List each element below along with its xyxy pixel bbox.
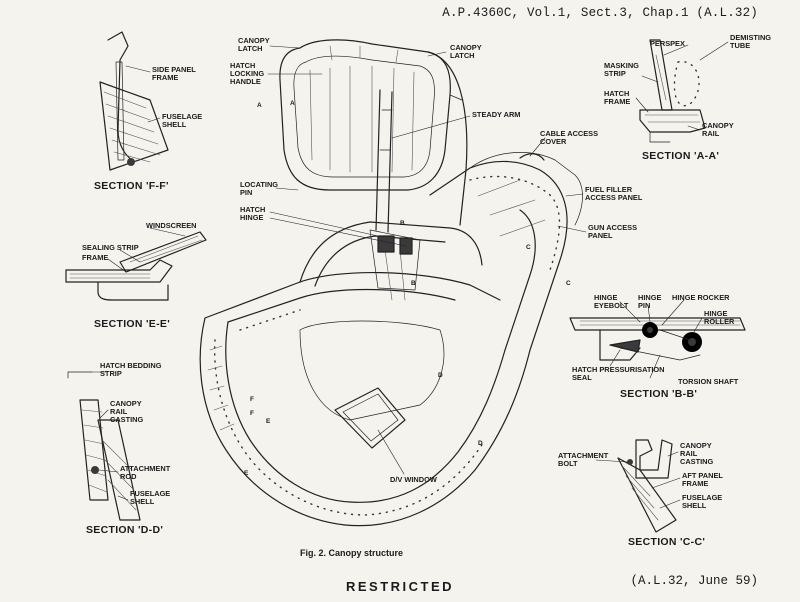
label-bb-hinge-eyebolt: HINGE EYEBOLT — [594, 293, 629, 311]
hatch-frame-drawing — [279, 39, 468, 226]
cut-marker-e2: E — [244, 470, 249, 477]
label-bb-pressurisation-seal: HATCH PRESSURISATION SEAL — [572, 365, 665, 383]
label-hatch-hinge: HATCH HINGE — [240, 205, 266, 223]
section-aa-title: SECTION 'A-A' — [642, 150, 720, 162]
document-reference: A.P.4360C, Vol.1, Sect.3, Chap.1 (A.L.32… — [442, 6, 758, 20]
label-dd-canopy-rail-casting: CANOPY RAIL CASTING — [110, 399, 144, 425]
label-cc-fuselage-shell: FUSELAGE SHELL — [682, 493, 723, 511]
section-aa-drawing — [639, 39, 706, 143]
label-canopy-latch-left: CANOPY LATCH — [238, 36, 270, 54]
label-gun-access-panel: GUN ACCESS PANEL — [588, 223, 638, 241]
section-dd-title: SECTION 'D-D' — [86, 524, 164, 536]
cut-marker-c2: C — [566, 280, 571, 287]
label-ff-fuselage-shell: FUSELAGE SHELL — [162, 112, 203, 130]
label-aa-perspex: PERSPEX — [650, 39, 685, 48]
label-cable-access-cover: CABLE ACCESS COVER — [540, 129, 599, 147]
label-dd-attachment-rod: ATTACHMENT ROD — [120, 464, 171, 482]
section-dd-drawing — [67, 371, 141, 521]
cut-marker-c1: C — [526, 244, 531, 251]
canopy-body-drawing — [199, 152, 583, 527]
label-cc-canopy-rail-casting: CANOPY RAIL CASTING — [680, 441, 714, 467]
label-ee-frame: FRAME — [82, 253, 109, 262]
cut-marker-d2: D — [478, 440, 483, 447]
leader-lines — [91, 41, 729, 509]
cut-marker-e1: E — [266, 418, 271, 425]
label-bb-hinge-rocker: HINGE ROCKER — [672, 293, 730, 302]
label-bb-hinge-roller: HINGE ROLLER — [704, 309, 735, 327]
figure-caption: Fig. 2. Canopy structure — [300, 548, 404, 558]
section-bb-drawing — [569, 317, 746, 361]
label-cc-attachment-bolt: ATTACHMENT BOLT — [558, 451, 609, 469]
label-locating-pin: LOCATING PIN — [240, 180, 279, 198]
restricted-marking: RESTRICTED — [345, 579, 455, 594]
label-ff-side-panel-frame: SIDE PANEL FRAME — [152, 65, 196, 83]
label-hatch-locking-handle: HATCH LOCKING HANDLE — [230, 61, 265, 87]
label-ee-windscreen: WINDSCREEN — [146, 221, 197, 230]
label-dd-hatch-bedding-strip: HATCH BEDDING STRIP — [100, 361, 162, 379]
cut-marker-f1: F — [250, 396, 254, 403]
section-bb-title: SECTION 'B-B' — [620, 388, 698, 400]
label-steady-arm: STEADY ARM — [472, 110, 521, 119]
label-aa-masking-strip: MASKING STRIP — [604, 61, 639, 79]
label-aa-demisting-tube: DEMISTING TUBE — [730, 33, 772, 51]
cut-marker-f2: F — [250, 410, 254, 417]
cut-marker-d1: D — [438, 372, 443, 379]
section-cc-drawing — [617, 439, 677, 533]
section-ee-drawing — [65, 231, 207, 301]
cut-marker-b1: B — [400, 220, 405, 227]
label-dd-fuselage-shell: FUSELAGE SHELL — [130, 489, 171, 507]
amendment-reference: (A.L.32, June 59) — [630, 574, 758, 588]
section-ff-drawing — [99, 31, 169, 171]
cut-marker-a2: A — [290, 100, 295, 107]
cut-marker-b2: B — [411, 280, 416, 287]
label-bb-hinge-pin: HINGE PIN — [638, 293, 662, 311]
label-cc-aft-panel-frame: AFT PANEL FRAME — [682, 471, 723, 489]
label-bb-torsion-shaft: TORSION SHAFT — [678, 377, 739, 386]
label-fuel-filler-access-panel: FUEL FILLER ACCESS PANEL — [585, 185, 643, 203]
label-aa-canopy-rail: CANOPY RAIL — [702, 121, 734, 139]
cut-marker-a1: A — [257, 102, 262, 109]
label-ee-sealing-strip: SEALING STRIP — [82, 243, 139, 252]
label-aa-hatch-frame: HATCH FRAME — [604, 89, 631, 107]
label-canopy-latch-right: CANOPY LATCH — [450, 43, 482, 61]
label-dv-window: D/V WINDOW — [390, 475, 437, 484]
section-ff-title: SECTION 'F-F' — [94, 180, 169, 192]
section-cc-title: SECTION 'C-C' — [628, 536, 706, 548]
steady-arm-drawing — [375, 89, 393, 233]
section-ee-title: SECTION 'E-E' — [94, 318, 170, 330]
